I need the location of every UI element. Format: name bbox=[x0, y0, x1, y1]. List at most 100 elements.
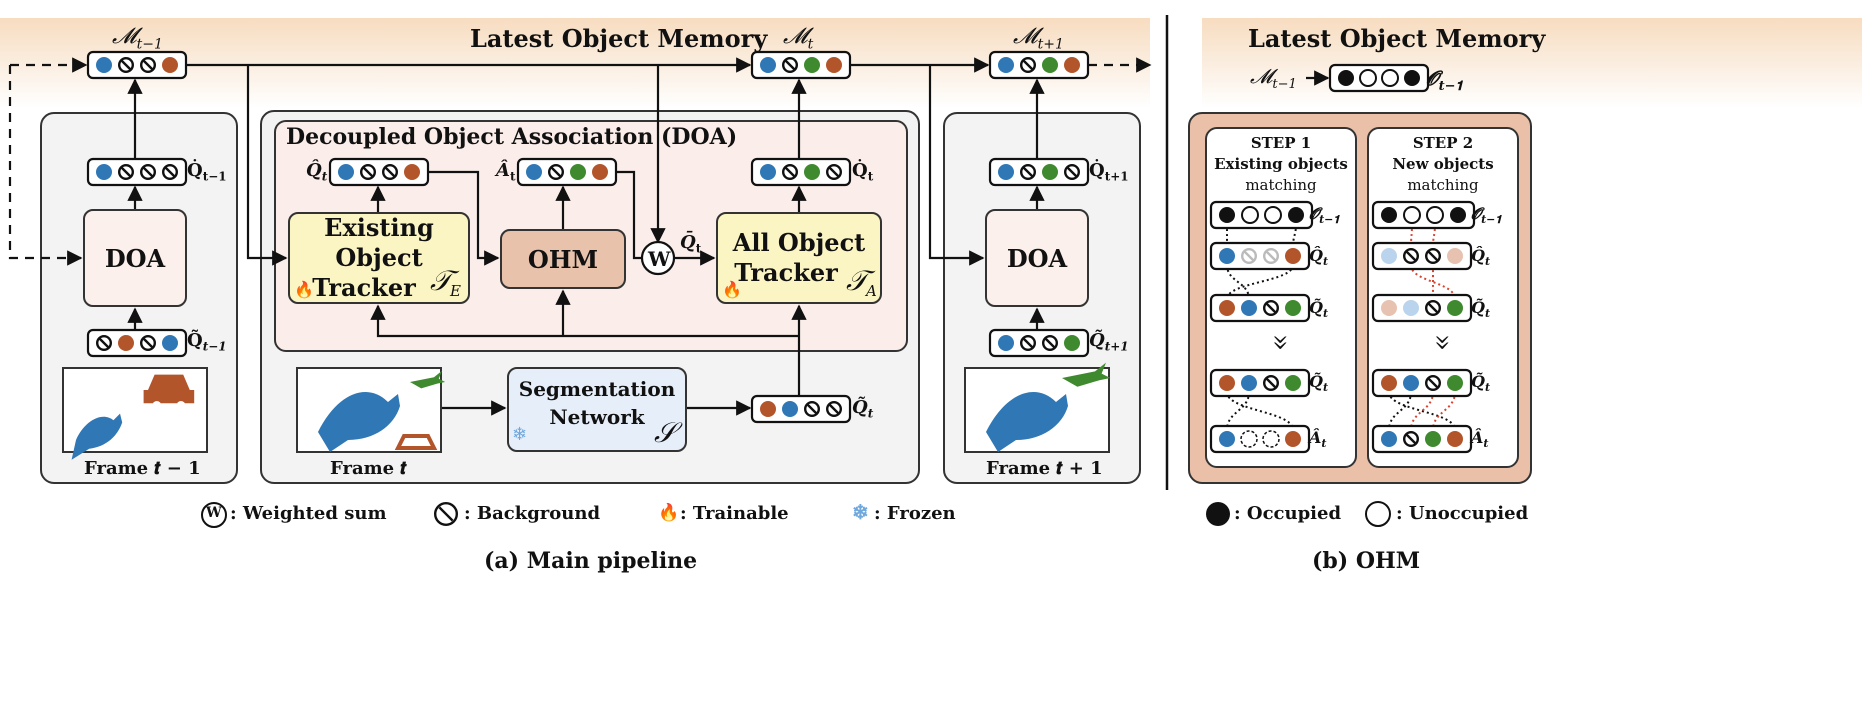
query-circle bbox=[526, 164, 542, 180]
ohm-occupancy-group bbox=[1328, 63, 1430, 93]
weighted-sum-icon bbox=[640, 240, 676, 276]
qtilde-group-t bbox=[750, 394, 852, 424]
unoccupied-slot-icon bbox=[1359, 69, 1377, 87]
arrow-into-doa-prev bbox=[8, 65, 83, 266]
query-circle bbox=[1404, 70, 1420, 86]
doa-region-title: Decoupled Object Association (DOA) bbox=[286, 124, 738, 150]
caption-b: (b) OHM bbox=[1312, 548, 1421, 574]
query-group-box bbox=[1371, 241, 1473, 271]
legend-background: : Background bbox=[464, 503, 601, 524]
car-wheel bbox=[176, 401, 186, 410]
doa-box-next-label: DOA bbox=[1006, 243, 1068, 273]
segmentation-line2: Network bbox=[549, 404, 645, 429]
qbar-t-label: Q̄t bbox=[680, 232, 702, 256]
query-circle bbox=[1447, 248, 1463, 264]
arrow-mem-to-doa-next bbox=[928, 65, 985, 266]
background-symbol-slash bbox=[1022, 166, 1034, 178]
step2-qhat bbox=[1371, 241, 1473, 271]
memory-label-tp1: 𝓜t+1 bbox=[1013, 24, 1064, 53]
query-group-box bbox=[1209, 293, 1311, 323]
arrow-mem-to-existing bbox=[246, 65, 288, 266]
query-circle bbox=[1241, 375, 1257, 391]
background-symbol-slash bbox=[120, 59, 132, 71]
legend-weighted: : Weighted sum bbox=[230, 503, 387, 524]
query-circle bbox=[338, 164, 354, 180]
query-circle bbox=[1042, 57, 1058, 73]
query-circle bbox=[1447, 300, 1463, 316]
query-group-box bbox=[750, 50, 852, 80]
query-group-box bbox=[988, 157, 1090, 187]
step2-title-line3: matching bbox=[1407, 176, 1479, 194]
bird-icon-prev bbox=[71, 413, 123, 460]
memory-label-t: 𝓜t bbox=[783, 24, 814, 53]
legend-weighted-icon: W bbox=[206, 505, 222, 521]
qdot-group-tp1 bbox=[988, 157, 1090, 187]
memory-group-tp1 bbox=[988, 50, 1090, 80]
query-circle bbox=[760, 401, 776, 417]
background-symbol-slash bbox=[806, 403, 818, 415]
background-symbol-slash bbox=[784, 59, 796, 71]
all-tracker-symbol: 𝒯 bbox=[846, 264, 868, 297]
step1-qhat-label: Q̂t bbox=[1309, 246, 1329, 269]
qdot-group-t bbox=[750, 157, 852, 187]
step2-ahat bbox=[1371, 424, 1473, 454]
query-group-box bbox=[988, 328, 1090, 358]
query-circle bbox=[1447, 375, 1463, 391]
query-group-box bbox=[988, 50, 1090, 80]
background-symbol-slash bbox=[784, 166, 796, 178]
query-circle bbox=[592, 164, 608, 180]
step1-qtilde2-label: Q̃t bbox=[1309, 372, 1329, 395]
query-circle bbox=[96, 57, 112, 73]
legend-unoccupied: : Unoccupied bbox=[1396, 503, 1529, 524]
frame-prev-label: Frame 𝒕 − 𝟏 bbox=[84, 458, 201, 479]
step2-qtilde bbox=[1371, 293, 1473, 323]
query-circle bbox=[1447, 431, 1463, 447]
qtilde-group-tm1 bbox=[86, 328, 188, 358]
step1-qhat bbox=[1209, 241, 1311, 271]
query-group-box bbox=[1371, 424, 1473, 454]
query-circle bbox=[1338, 70, 1354, 86]
background-symbol-slash bbox=[1066, 166, 1078, 178]
qhat-group-t bbox=[328, 157, 430, 187]
background-symbol-slash bbox=[438, 506, 454, 522]
unoccupied-slot-icon bbox=[1264, 206, 1282, 224]
matching-line bbox=[1432, 391, 1456, 431]
step1-ahat-label: Ât bbox=[1309, 428, 1327, 451]
legend-frozen: : Frozen bbox=[874, 503, 956, 524]
plane-icon-curr bbox=[410, 370, 446, 389]
query-circle bbox=[1450, 207, 1466, 223]
step2-title: STEP 2 New objects matching bbox=[1369, 133, 1517, 196]
step1-qtilde bbox=[1209, 293, 1311, 323]
query-group-box bbox=[86, 328, 188, 358]
query-circle bbox=[1285, 300, 1301, 316]
background-symbol-slash bbox=[1427, 377, 1439, 389]
step1-title-line2: Existing objects bbox=[1214, 155, 1348, 173]
background-symbol-slash bbox=[142, 337, 154, 349]
query-circle bbox=[1285, 431, 1301, 447]
background-symbol-slash bbox=[1405, 433, 1417, 445]
step1-ahat bbox=[1209, 424, 1311, 454]
step2-qtilde2-label: Q̃t bbox=[1471, 372, 1491, 395]
existing-tracker-symbol: 𝒯 bbox=[430, 264, 452, 297]
query-group-box bbox=[1328, 63, 1430, 93]
frame-curr-label: Frame 𝒕 bbox=[330, 458, 407, 479]
weighted-sum-label: W bbox=[648, 247, 671, 271]
fire-icon: 🔥 bbox=[722, 280, 742, 299]
step2-o-label: 𝓞𝒕−𝟏 bbox=[1471, 204, 1502, 227]
query-group-box bbox=[1209, 368, 1311, 398]
query-circle bbox=[1381, 431, 1397, 447]
query-circle bbox=[1219, 375, 1235, 391]
occupied-legend-icon bbox=[1206, 502, 1230, 526]
query-group-box bbox=[86, 157, 188, 187]
unoccupied-slot-icon bbox=[1426, 206, 1444, 224]
query-circle bbox=[804, 164, 820, 180]
snowflake-icon: ❄ bbox=[512, 424, 528, 445]
query-circle bbox=[1381, 300, 1397, 316]
query-circle bbox=[1381, 375, 1397, 391]
query-circle bbox=[96, 164, 112, 180]
qtilde-tm1-label: Q̃t−1 bbox=[187, 330, 227, 354]
query-circle bbox=[1219, 207, 1235, 223]
query-circle bbox=[1288, 207, 1304, 223]
existing-tracker-line2: Tracker bbox=[312, 273, 416, 302]
